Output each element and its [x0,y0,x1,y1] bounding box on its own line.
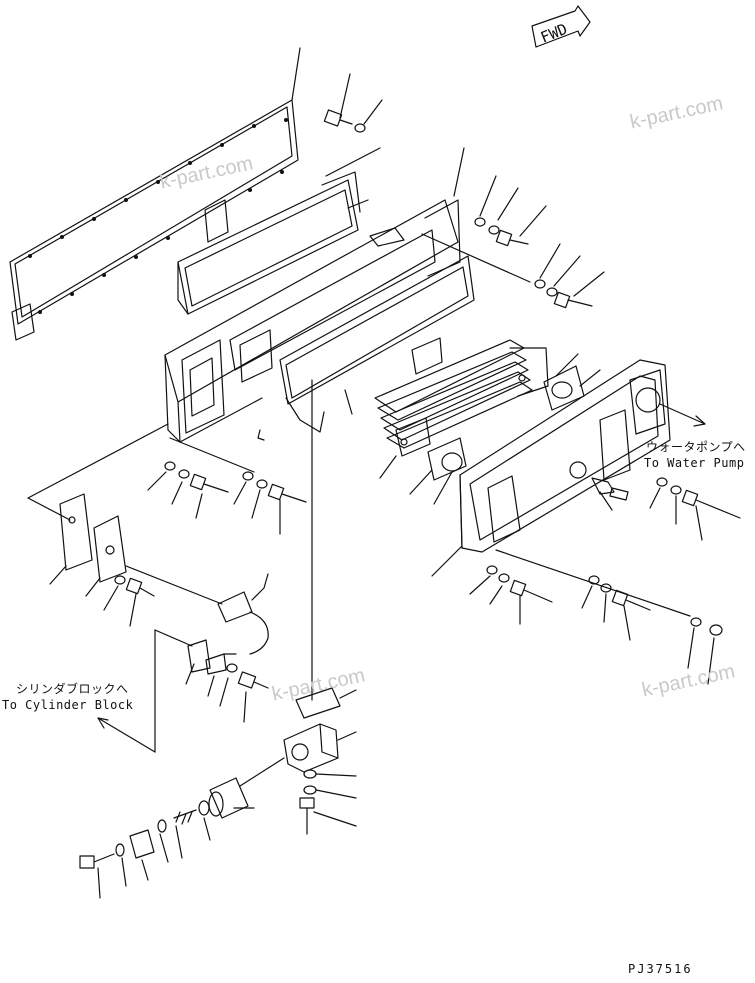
water-pump-label-en: To Water Pump [644,456,745,470]
leader-line [344,389,353,415]
oil-cooler-element [374,339,549,457]
cooler-cover [459,359,671,553]
drawing-code: PJ37516 [628,962,693,976]
valve-housing [239,687,357,835]
case-gasket [279,255,475,433]
bolt-set-top [323,109,593,309]
flow-arrows [97,403,706,753]
leader-line [291,47,301,101]
fwd-arrow-icon [531,5,591,48]
valve-parts [79,777,255,899]
temperature-sensor [185,573,269,723]
gasket-bolt-holes [28,118,288,314]
side-gasket [49,493,223,627]
bolt-set-lower-left [27,423,307,535]
cooler-cover-plate [177,171,361,315]
cylinder-block-label-en: To Cylinder Block [2,698,134,712]
cylinder-block-label-jp: シリンダブロックへ [16,682,129,696]
leader-lines-top [325,73,605,297]
element-gasket [427,365,585,481]
cover-gasket [9,99,299,341]
oil-cooler-case [164,199,461,443]
water-pump-label-jp: ウォータポンプへ [646,440,746,454]
bolt-set-lower-right [379,353,741,685]
